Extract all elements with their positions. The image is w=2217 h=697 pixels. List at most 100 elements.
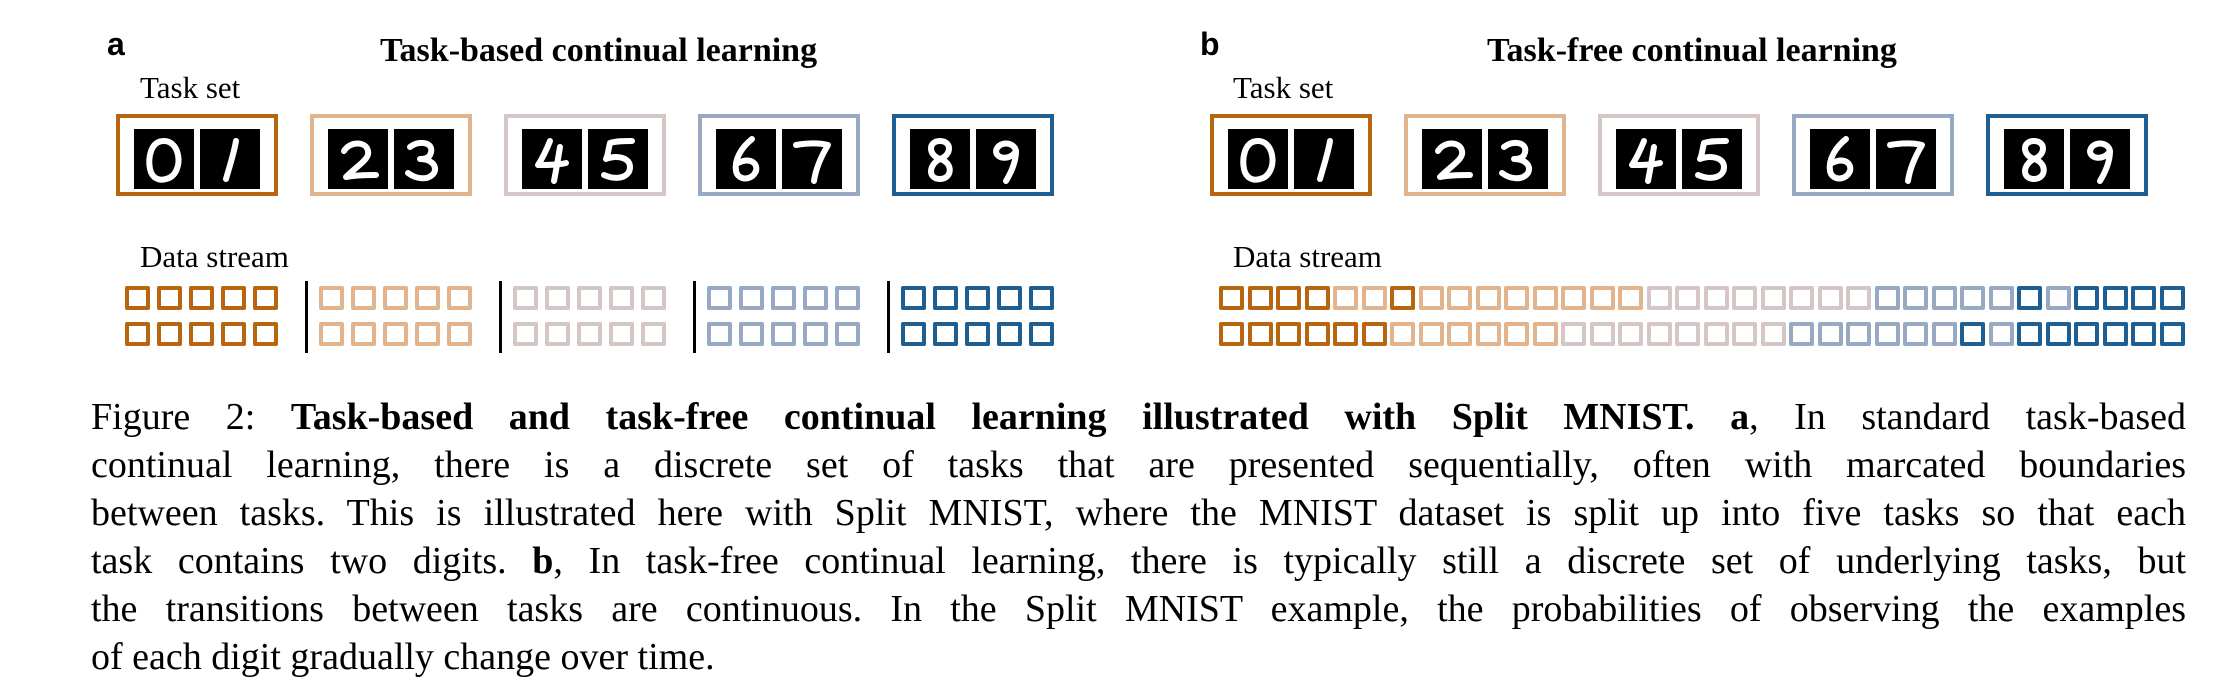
stream-sample [1475, 286, 1501, 310]
stream-sample [1029, 322, 1054, 346]
stream-sample [835, 286, 860, 310]
stream-sample [1361, 286, 1387, 310]
stream-sample [933, 286, 958, 310]
digit-image [1876, 129, 1936, 189]
panel-title: Task-free continual learning [1487, 32, 1897, 69]
stream-sample [1732, 286, 1757, 310]
stream-sample [1760, 286, 1786, 310]
stream-sample [1418, 322, 1444, 346]
digit-image [522, 129, 582, 189]
stream-sample [157, 322, 182, 346]
stream-sample [1960, 286, 1985, 310]
task-set-label: Task set [1233, 70, 1334, 105]
panel-b: b Task-free continual learning Task set … [1094, 0, 2194, 360]
stream-sample [1504, 322, 1529, 346]
stream-sample [1703, 286, 1729, 310]
stream-sample [253, 286, 278, 310]
stream-sample [1874, 322, 1900, 346]
stream-sample [1846, 322, 1871, 346]
stream-sample [577, 286, 602, 310]
data-stream [0, 280, 1100, 355]
stream-sample [707, 322, 732, 346]
stream-sample [965, 286, 990, 310]
stream-sample [1675, 322, 1700, 346]
task-set-label: Task set [140, 70, 241, 105]
stream-sample [901, 322, 926, 346]
task-boundary [693, 281, 696, 353]
digit-image [134, 129, 194, 189]
panel-label: a [107, 26, 125, 62]
task-box [892, 114, 1054, 196]
stream-sample [707, 286, 732, 310]
stream-sample [1903, 322, 1928, 346]
stream-sample [2074, 286, 2099, 310]
digit-image [1682, 129, 1742, 189]
stream-sample [1703, 322, 1729, 346]
stream-sample [1988, 286, 2014, 310]
stream-sample [901, 286, 926, 310]
stream-sample [2102, 286, 2128, 310]
stream-sample [513, 322, 538, 346]
stream-sample [1646, 286, 1672, 310]
stream-sample [1817, 286, 1843, 310]
stream-sample [2159, 286, 2185, 310]
task-box [1404, 114, 1566, 196]
caption-panel-b-ref: b [532, 540, 554, 582]
stream-sample [221, 322, 246, 346]
digit-image [2004, 129, 2064, 189]
stream-sample [1988, 322, 2014, 346]
stream-sample [125, 286, 150, 310]
stream-sample [641, 322, 666, 346]
stream-sample [1960, 322, 1985, 346]
stream-sample [319, 286, 344, 310]
stream-sample [1390, 322, 1415, 346]
stream-sample [965, 322, 990, 346]
stream-sample [1874, 286, 1900, 310]
stream-sample [221, 286, 246, 310]
stream-sample [609, 286, 634, 310]
stream-sample [1304, 286, 1330, 310]
task-box [310, 114, 472, 196]
stream-sample [1789, 322, 1814, 346]
stream-sample [1532, 322, 1558, 346]
digit-image [1422, 129, 1482, 189]
stream-sample [1276, 286, 1301, 310]
task-boundary [305, 281, 308, 353]
stream-sample [1447, 322, 1472, 346]
caption-line: of each digit gradually change over time… [91, 636, 715, 678]
stream-sample [1618, 286, 1643, 310]
stream-sample [1532, 286, 1558, 310]
stream-sample [1931, 322, 1957, 346]
stream-sample [415, 286, 440, 310]
stream-sample [545, 286, 570, 310]
caption-panel-a-ref: a [1730, 396, 1750, 438]
stream-sample [641, 286, 666, 310]
stream-sample [1903, 286, 1928, 310]
caption-text: , In standard task-based [1749, 396, 2186, 438]
task-boundary [887, 281, 890, 353]
stream-sample [1760, 322, 1786, 346]
stream-sample [1219, 286, 1244, 310]
digit-image [782, 129, 842, 189]
stream-sample [1247, 286, 1273, 310]
stream-sample [1589, 286, 1615, 310]
stream-sample [1418, 286, 1444, 310]
stream-sample [1789, 286, 1814, 310]
stream-sample [1817, 322, 1843, 346]
stream-sample [1276, 322, 1301, 346]
task-box [1598, 114, 1760, 196]
digit-image [910, 129, 970, 189]
stream-sample [1029, 286, 1054, 310]
caption-line: continual learning, there is a discrete … [91, 444, 2186, 486]
stream-sample [2045, 286, 2071, 310]
digit-image [976, 129, 1036, 189]
data-stream-label: Data stream [1233, 239, 1382, 274]
stream-sample [997, 322, 1022, 346]
stream-sample [189, 286, 214, 310]
stream-sample [1361, 322, 1387, 346]
task-box [1986, 114, 2148, 196]
stream-sample [577, 322, 602, 346]
stream-sample [2131, 286, 2156, 310]
stream-sample [2017, 286, 2042, 310]
stream-sample [1846, 286, 1871, 310]
